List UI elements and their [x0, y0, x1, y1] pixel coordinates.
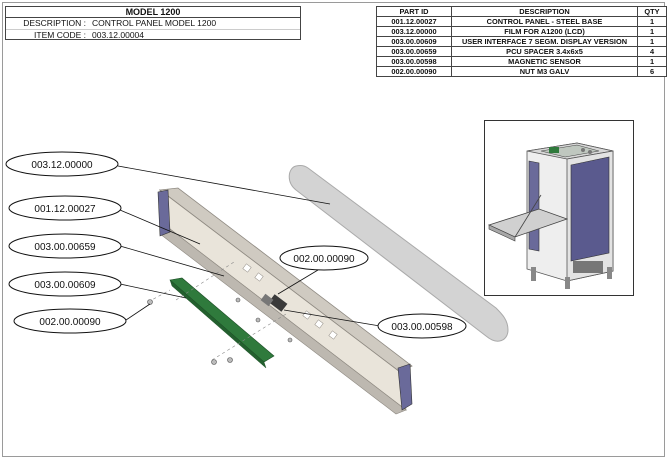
callout-label: 002.00.00090 — [39, 317, 101, 328]
table-row: 003.00.00609 USER INTERFACE 7 SEGM. DISP… — [376, 36, 667, 47]
title-block: MODEL 1200 DESCRIPTION : CONTROL PANEL M… — [5, 6, 301, 40]
callout-steel-base: 001.12.00027 — [8, 195, 122, 221]
description-label: DESCRIPTION : — [23, 18, 86, 28]
callout-label: 002.00.00090 — [293, 254, 355, 265]
leader-line — [125, 303, 151, 321]
spacer-icon — [235, 297, 241, 303]
user-interface-pcb-edge — [169, 279, 267, 369]
callout-spacer: 003.00.00659 — [8, 233, 122, 259]
callout-label: 003.00.00609 — [34, 280, 96, 291]
panel-cutout — [242, 263, 252, 273]
callout-interface: 003.00.00609 — [8, 271, 122, 297]
leader-line — [283, 309, 381, 327]
parts-list-table: PART ID DESCRIPTION QTY 001.12.00027 CON… — [376, 6, 667, 77]
assembly-line — [211, 313, 287, 361]
callout-film: 003.12.00000 — [5, 151, 119, 177]
callout-label: 003.00.00659 — [34, 242, 96, 253]
callout-sensor: 003.00.00598 — [377, 313, 467, 339]
description-row: DESCRIPTION : CONTROL PANEL MODEL 1200 — [6, 18, 300, 29]
machine-overview-inset — [484, 120, 634, 296]
assembly-line — [147, 289, 171, 303]
panel-left-end-cap — [157, 189, 171, 237]
magnetic-sensor-bracket — [260, 293, 274, 307]
callout-nut-left: 002.00.00090 — [13, 308, 127, 334]
item-code-row: ITEM CODE : 003.12.00004 — [6, 29, 300, 41]
nut-icon — [227, 357, 233, 363]
lcd-film — [288, 164, 509, 342]
leader-line — [117, 165, 331, 205]
item-code-value: 003.12.00004 — [92, 30, 144, 40]
callout-nut-top: 002.00.00090 — [279, 245, 369, 271]
qty-cell: 6 — [637, 66, 667, 77]
panel-top-flange — [158, 187, 413, 373]
panel-cutout — [254, 272, 264, 282]
nut-icon — [211, 359, 217, 365]
panel-right-end-cap — [397, 363, 413, 411]
leader-line — [119, 283, 187, 299]
nut-icon — [147, 299, 153, 305]
machine-overview-illustration — [487, 142, 614, 289]
panel-cutout — [314, 319, 324, 329]
magnetic-sensor — [268, 294, 288, 312]
item-code-label: ITEM CODE : — [34, 30, 86, 40]
callout-label: 001.12.00027 — [34, 204, 96, 215]
spacer-icon — [287, 337, 293, 343]
callout-label: 003.12.00000 — [31, 160, 93, 171]
callout-label: 003.00.00598 — [391, 322, 453, 333]
leader-line — [277, 269, 319, 295]
table-row: 002.00.00090 NUT M3 GALV 6 — [376, 66, 667, 77]
spacer-icon — [255, 317, 261, 323]
model-title: MODEL 1200 — [6, 7, 300, 18]
panel-cutout — [328, 330, 338, 340]
drawing-sheet-border — [2, 2, 665, 457]
leader-line — [119, 209, 201, 245]
description-value: CONTROL PANEL MODEL 1200 — [92, 18, 217, 28]
table-row: 003.12.00000 FILM FOR A1200 (LCD) 1 — [376, 26, 667, 37]
leader-line — [119, 245, 225, 277]
